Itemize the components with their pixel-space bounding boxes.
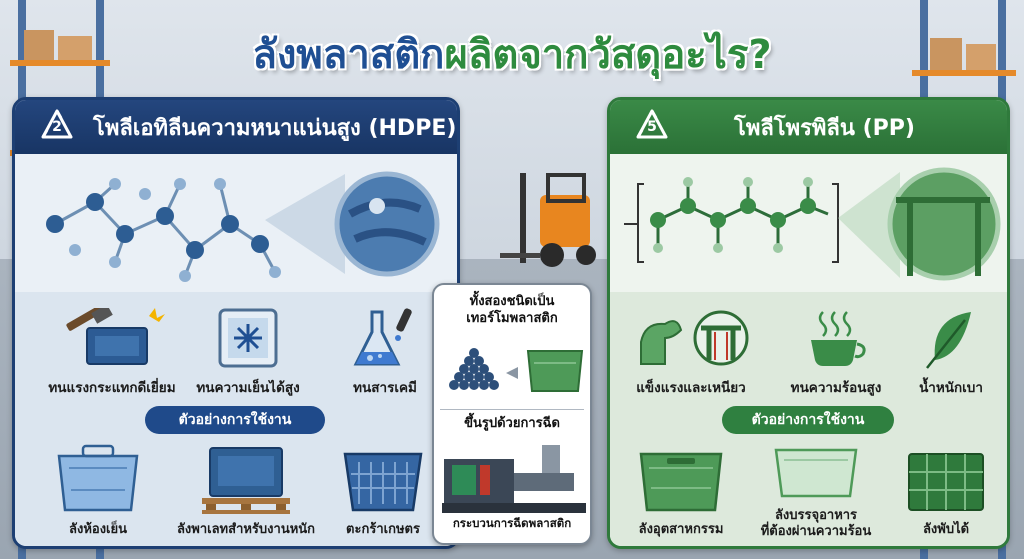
recycle-icon: 5 — [632, 107, 672, 147]
main-title: ลังพลาสติกผลิตจากวัสดุอะไร? — [0, 22, 1024, 82]
thermoplastic-card: ทั้งสองชนิดเป็น เทอร์โมพลาสติก ขึ้นรูปด้… — [432, 283, 592, 545]
thermoplastic-line2: เทอร์โมพลาสติก — [466, 311, 558, 326]
pp-molecule-illustration — [610, 154, 1007, 292]
hot-cup-icon — [811, 311, 866, 366]
strong-arm-icon — [640, 310, 749, 366]
pp-recycle-number: 5 — [647, 119, 657, 135]
freezer-snowflake-icon — [218, 308, 278, 368]
pellets-to-crate-icon — [449, 348, 584, 392]
hdpe-usage-pallet: ลังพาเลทสำหรับงานหนัก — [161, 442, 331, 538]
injection-caption: กระบวนการฉีดพลาสติก — [452, 516, 572, 530]
thermoplastic-line1: ทั้งสองชนิดเป็น — [469, 294, 555, 309]
folding-crate-icon — [908, 453, 984, 511]
title-part-1: ลังพลาสติก — [252, 32, 445, 78]
pp-header-label: โพลีโพรพิลีน (PP) — [734, 115, 915, 141]
pp-usage-industrial: ลังอุตสาหกรรม — [616, 442, 746, 538]
pp-usage-food: ลังบรรจุอาหาร ที่ต้องผ่านความร้อน — [746, 442, 886, 540]
chemical-flask-icon — [353, 308, 412, 366]
title-part-2: ผลิตจากวัสดุอะไร? — [444, 32, 772, 78]
pp-header: 5 โพลีโพรพิลีน (PP) — [610, 100, 1007, 154]
forklift-icon — [500, 173, 596, 267]
hdpe-feature-chemical: ทนสารเคมี — [325, 308, 445, 398]
card-divider — [440, 409, 584, 410]
feature-label: น้ำหนักเบา — [919, 380, 983, 396]
usage-label: ลังพาเลทสำหรับงานหนัก — [176, 522, 316, 537]
feature-label: ทนความร้อนสูง — [790, 380, 882, 396]
hdpe-recycle-number: 2 — [52, 119, 62, 135]
feature-label: ทนสารเคมี — [353, 380, 417, 396]
pp-usage-title: ตัวอย่างการใช้งาน — [722, 406, 894, 434]
hdpe-usage-cold-storage: ลังห้องเย็น — [33, 442, 163, 538]
hdpe-feature-cold: ทนความเย็นได้สูง — [183, 308, 313, 398]
pp-usage-folding: ลังพับได้ — [886, 442, 1006, 538]
pallet-crate-icon — [202, 447, 290, 514]
usage-label-line2: ที่ต้องผ่านความร้อน — [760, 524, 872, 539]
feather-icon — [926, 312, 971, 369]
hdpe-usage-title: ตัวอย่างการใช้งาน — [145, 406, 325, 434]
feature-label: ทนแรงกระแทกดีเยี่ยม — [48, 380, 176, 396]
thermoplastic-title: ทั้งสองชนิดเป็น เทอร์โมพลาสติก — [434, 293, 590, 327]
pp-feature-lightweight: น้ำหนักเบา — [896, 308, 1006, 398]
usage-label-line1: ลังบรรจุอาหาร — [774, 508, 858, 523]
cold-storage-crate-icon — [57, 444, 139, 512]
usage-label: ลังห้องเย็น — [69, 522, 127, 537]
hdpe-properties-section: ทนแรงกระแทกดีเยี่ยม ทนความเย็นได้สูง ทนส… — [15, 292, 457, 546]
hdpe-header: 2 โพลีเอทิลีนความหนาแน่นสูง (HDPE) — [15, 100, 457, 154]
hdpe-panel: 2 โพลีเอทิลีนความหนาแน่นสูง (HDPE) — [12, 97, 460, 549]
pp-molecule-icon — [624, 167, 1001, 281]
pp-feature-heat: ทนความร้อนสูง — [776, 308, 896, 398]
hdpe-molecule-illustration — [15, 154, 457, 292]
usage-label: ลังพับได้ — [922, 522, 970, 537]
pp-panel: 5 โพลีโพรพิลีน (PP) — [607, 97, 1010, 549]
agri-basket-icon — [343, 452, 423, 512]
injection-machine-icon — [442, 445, 586, 513]
recycle-icon: 2 — [37, 107, 77, 147]
hdpe-usage-basket: ตะกร้าเกษตร — [323, 442, 443, 538]
pp-feature-strength: แข็งแรงและเหนียว — [616, 308, 766, 398]
hdpe-header-label: โพลีเอทิลีนความหนาแน่นสูง (HDPE) — [93, 115, 457, 141]
feature-label: แข็งแรงและเหนียว — [636, 380, 746, 396]
feature-label: ทนความเย็นได้สูง — [196, 380, 300, 396]
industrial-crate-icon — [639, 452, 723, 512]
injection-title: ขึ้นรูปด้วยการฉีด — [464, 416, 560, 431]
food-crate-icon — [774, 448, 858, 498]
hammer-crate-icon — [66, 308, 165, 365]
usage-label: ตะกร้าเกษตร — [346, 522, 420, 537]
hdpe-molecule-icon — [46, 171, 440, 282]
pp-properties-section: แข็งแรงและเหนียว ทนความร้อนสูง น้ำหนักเบ… — [610, 292, 1007, 546]
hdpe-feature-impact: ทนแรงกระแทกดีเยี่ยม — [37, 308, 187, 398]
usage-label: ลังอุตสาหกรรม — [638, 522, 724, 537]
